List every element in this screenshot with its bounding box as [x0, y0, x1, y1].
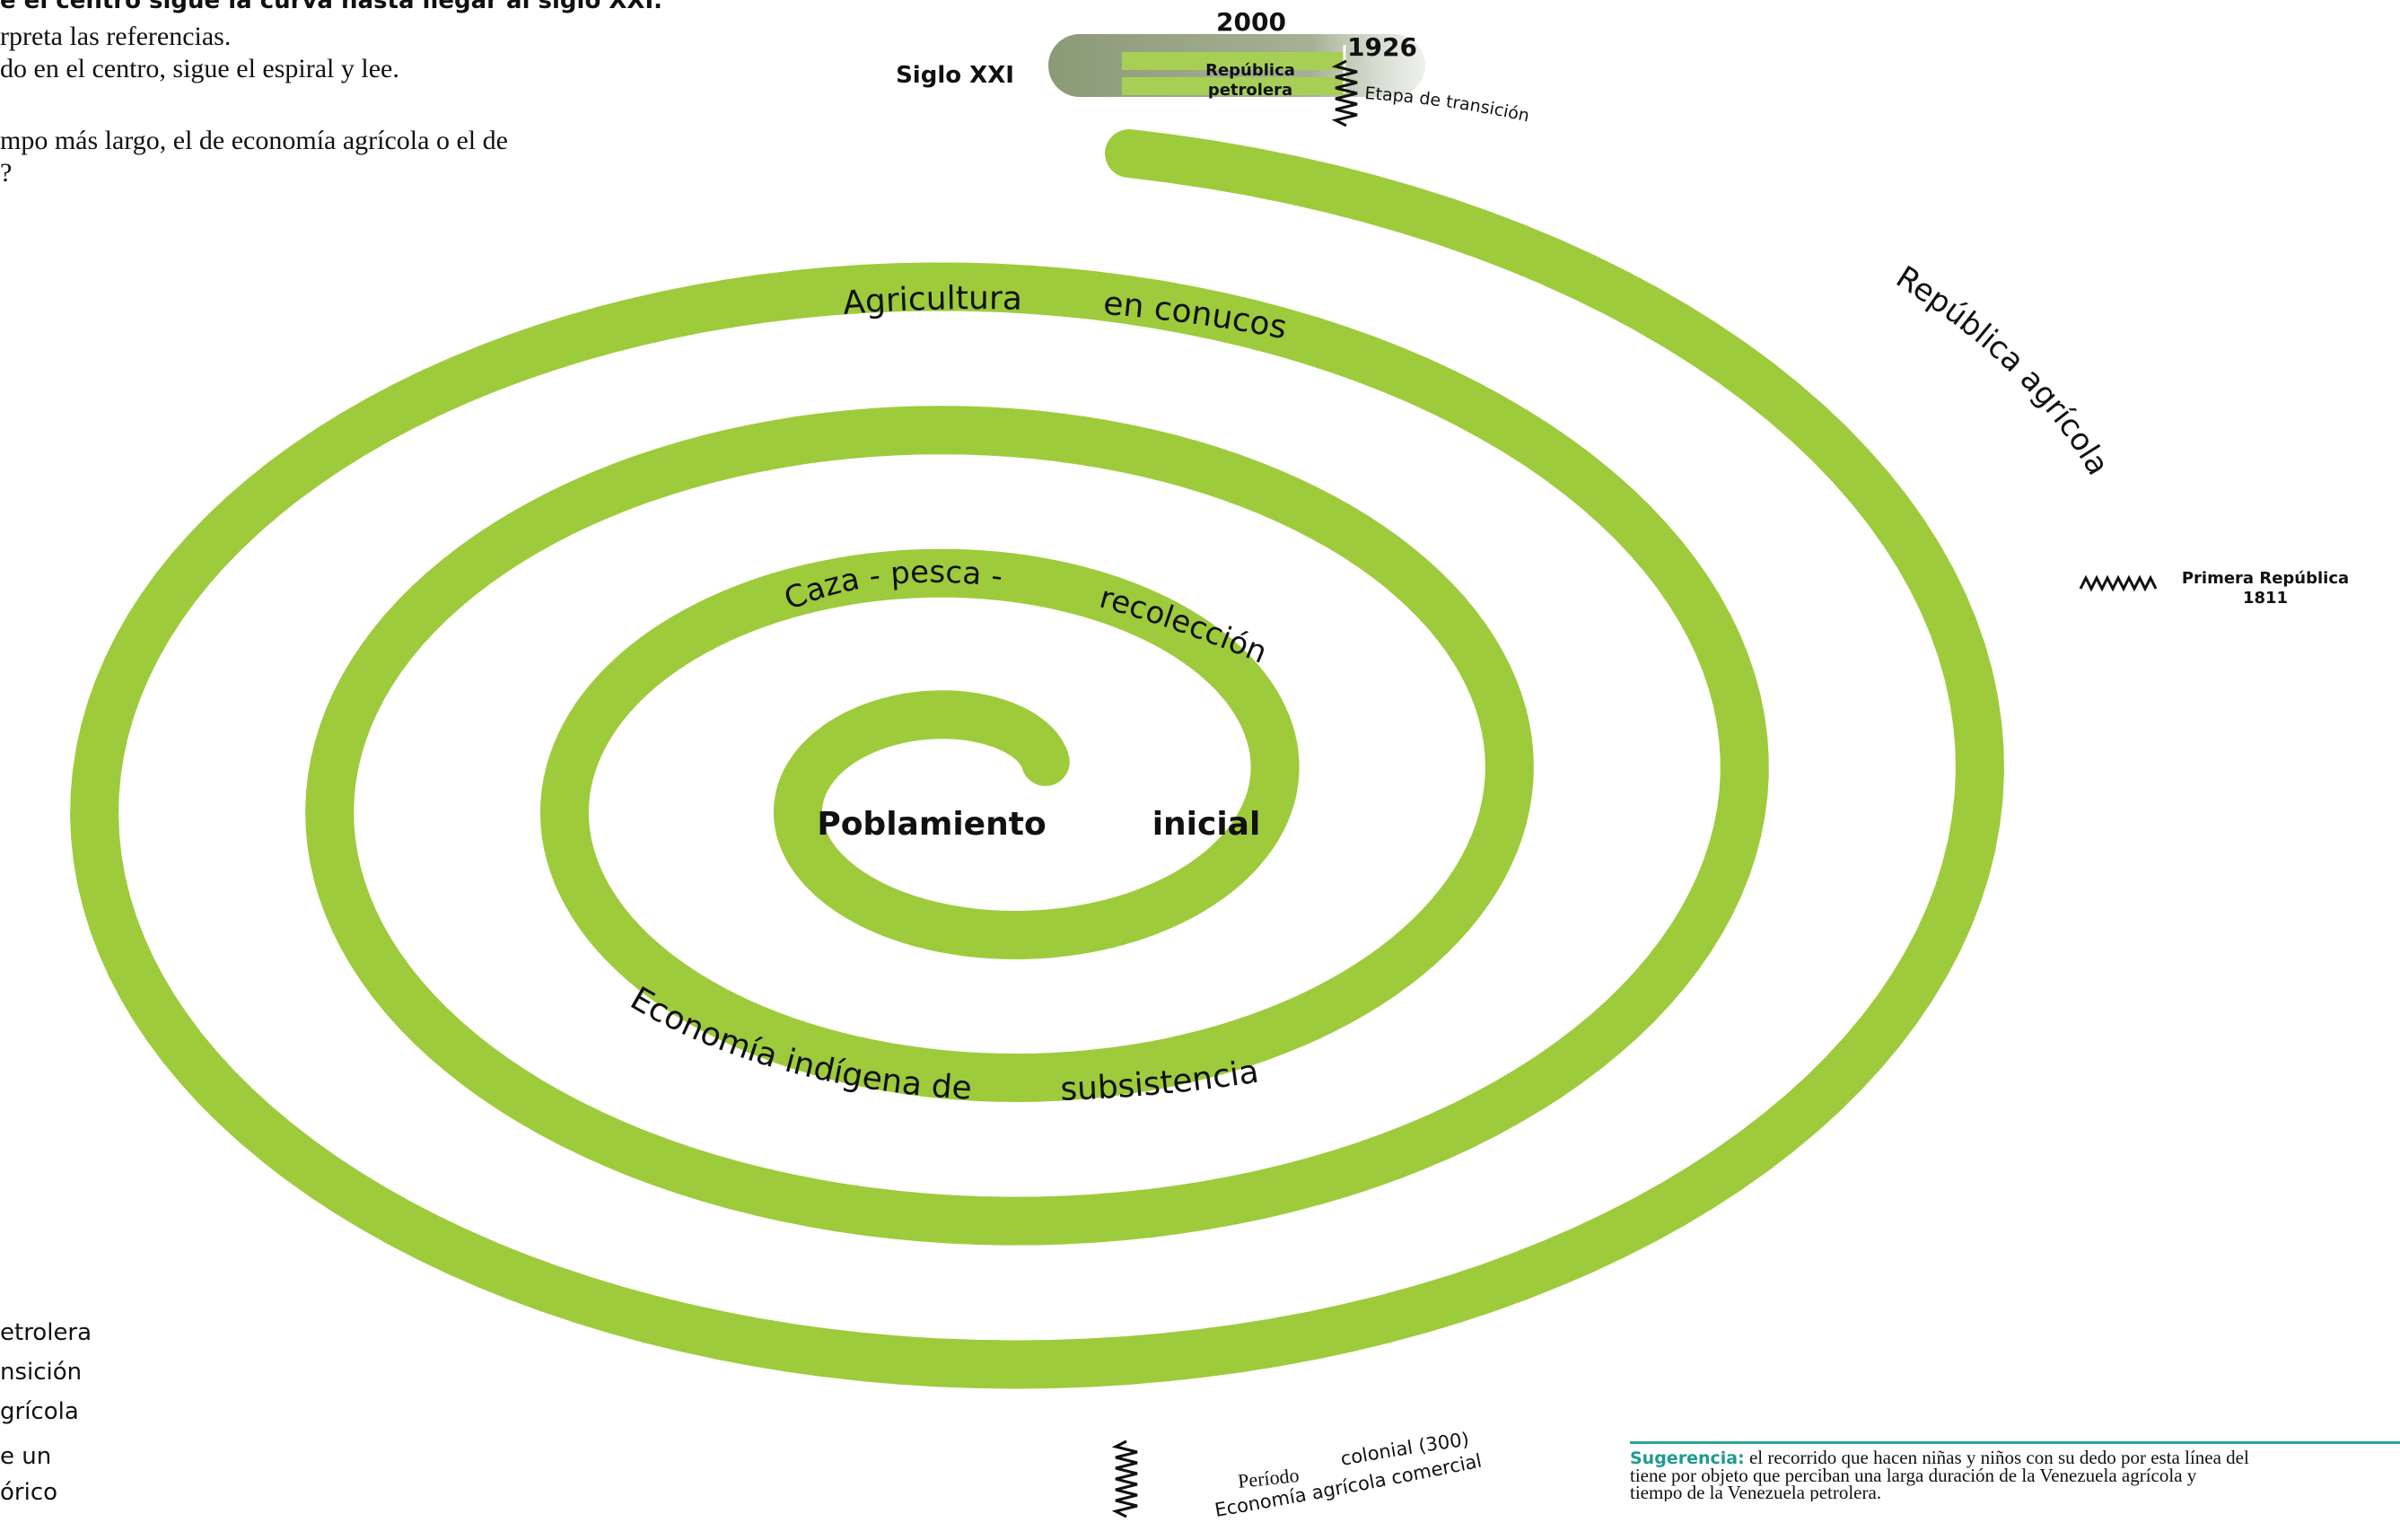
marker-1926-zigzag [1331, 59, 1358, 127]
petrolera-stripe-top [1122, 52, 1346, 70]
year-1926-label: 1926 [1347, 32, 1417, 62]
marker-colonial-zigzag [1111, 1439, 1138, 1518]
legend-item-petrolera: etrolera [0, 1319, 92, 1346]
marker-1811-zigzag [2079, 574, 2158, 592]
inicial-label: inicial [1152, 806, 1261, 843]
republica-petrolera-label-2: petrolera [1208, 81, 1292, 100]
legend-item-un: e un [0, 1443, 52, 1470]
legend-item-historico: órico [0, 1479, 58, 1506]
suggestion-line-3: tiempo de la Venezuela petrolera. [1630, 1482, 1882, 1502]
instruction-line-1: rpreta las referencias. [0, 22, 232, 51]
instruction-line-2: do en el centro, sigue el espiral y lee. [0, 54, 399, 83]
timeline-spiral [70, 129, 2004, 1389]
republica-petrolera-label-1: República [1205, 61, 1295, 80]
suggestion-label: Sugerencia: [1630, 1448, 1745, 1468]
suggestion-note: Sugerencia: el recorrido que hacen niñas… [1630, 1441, 2400, 1501]
etapa-transicion-label: Etapa de transición [1364, 83, 1531, 126]
primera-republica-label: Primera República [2182, 569, 2349, 588]
legend-item-transicion: nsición [0, 1359, 83, 1386]
siglo-xxi-label: Siglo XXI [896, 62, 1014, 89]
legend-item-agricola: grícola [0, 1398, 79, 1425]
suggestion-line-2: tiene por objeto que perciban una larga … [1630, 1465, 2197, 1486]
republica-agricola-label: República agrícola [1889, 259, 2115, 481]
petrolera-stripe-bottom [1122, 77, 1346, 95]
suggestion-line-1: el recorrido que hacen niñas y niños con… [1748, 1447, 2249, 1468]
question-line-2: ? [0, 158, 13, 188]
year-2000-label: 2000 [1216, 7, 1286, 37]
poblamiento-label: Poblamiento [817, 806, 1046, 843]
instructions-title: e el centro sigue la curva hasta llegar … [0, 0, 663, 14]
year-1811-label: 1811 [2243, 589, 2288, 608]
question-line-1: mpo más largo, el de economía agrícola o… [0, 126, 508, 155]
